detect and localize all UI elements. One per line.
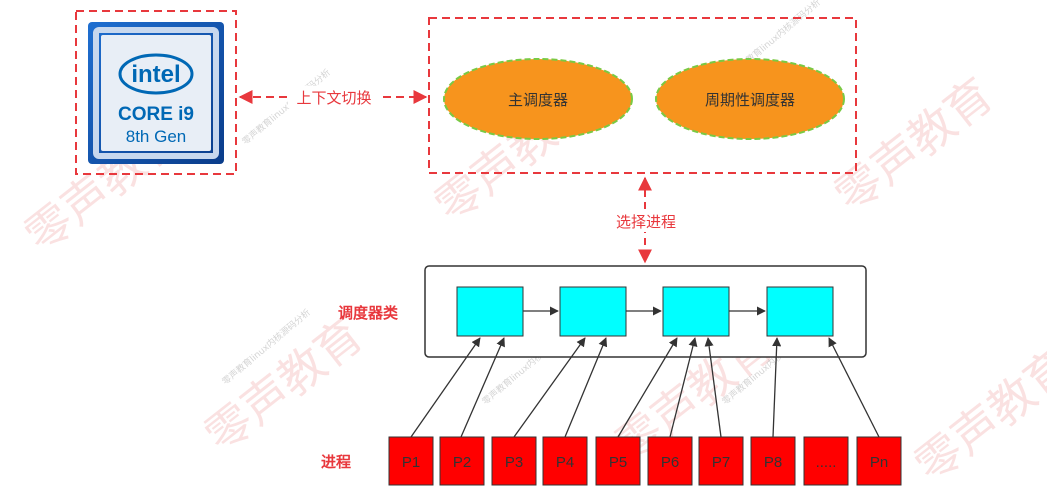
process-label-p3: P3 [505, 454, 523, 471]
cpu-brand: intel [131, 61, 180, 88]
process-label-p4: P4 [556, 454, 574, 471]
main-scheduler [443, 58, 633, 140]
process-box-p3 [491, 436, 537, 486]
process-arrow-p3 [513, 337, 586, 438]
periodic-scheduler-label: 周期性调度器 [705, 92, 795, 109]
process-box-ellipsis [803, 436, 849, 486]
process-box-p7 [698, 436, 744, 486]
process-arrow-p7 [704, 337, 722, 438]
process-row-label: 进程 [321, 454, 351, 471]
process-box-p6 [647, 436, 693, 486]
scheduler-box [428, 17, 857, 174]
process-arrow-p6 [669, 337, 698, 438]
process-label-p1: P1 [402, 454, 420, 471]
process-label-p2: P2 [453, 454, 471, 471]
process-label-p7: P7 [712, 454, 730, 471]
process-arrow-p5 [617, 337, 678, 438]
process-box-pn [856, 436, 902, 486]
runqueue-node-3 [662, 286, 730, 337]
runqueue-node-1 [456, 286, 524, 337]
process-box-p5 [595, 436, 641, 486]
process-arrow-p2 [460, 337, 505, 438]
process-label-p8: P8 [764, 454, 782, 471]
runqueue-node-4 [766, 286, 834, 337]
scheduler-class-label: 调度器类 [338, 304, 399, 322]
main-scheduler-label: 主调度器 [508, 92, 568, 109]
process-arrow-p4 [564, 337, 608, 438]
cpu-model: CORE i9 [118, 104, 194, 125]
process-label-p5: P5 [609, 454, 627, 471]
process-label-p6: P6 [661, 454, 679, 471]
cpu-box [75, 10, 237, 175]
process-arrow-p8 [772, 337, 782, 438]
intel-cpu-logo: intel CORE i9 8th Gen [88, 22, 224, 164]
process-box-p2 [439, 436, 485, 486]
cpu-generation: 8th Gen [126, 127, 187, 146]
context-switch-label: 上下文切换 [296, 90, 371, 107]
process-label-pn: Pn [870, 454, 888, 471]
process-arrow-pn [828, 337, 880, 438]
runqueue-node-2 [559, 286, 627, 337]
process-box-p1 [388, 436, 434, 486]
periodic-scheduler [655, 58, 845, 140]
process-box-p4 [542, 436, 588, 486]
process-arrow-p1 [410, 337, 481, 438]
select-process-label: 选择进程 [616, 214, 676, 231]
process-label-ellipsis: ..... [816, 454, 837, 471]
process-row: P1 P2 P3 P4 P5 P6 P7 P8 ..... Pn [388, 436, 902, 486]
process-arrows [410, 337, 880, 438]
process-box-p8 [750, 436, 796, 486]
